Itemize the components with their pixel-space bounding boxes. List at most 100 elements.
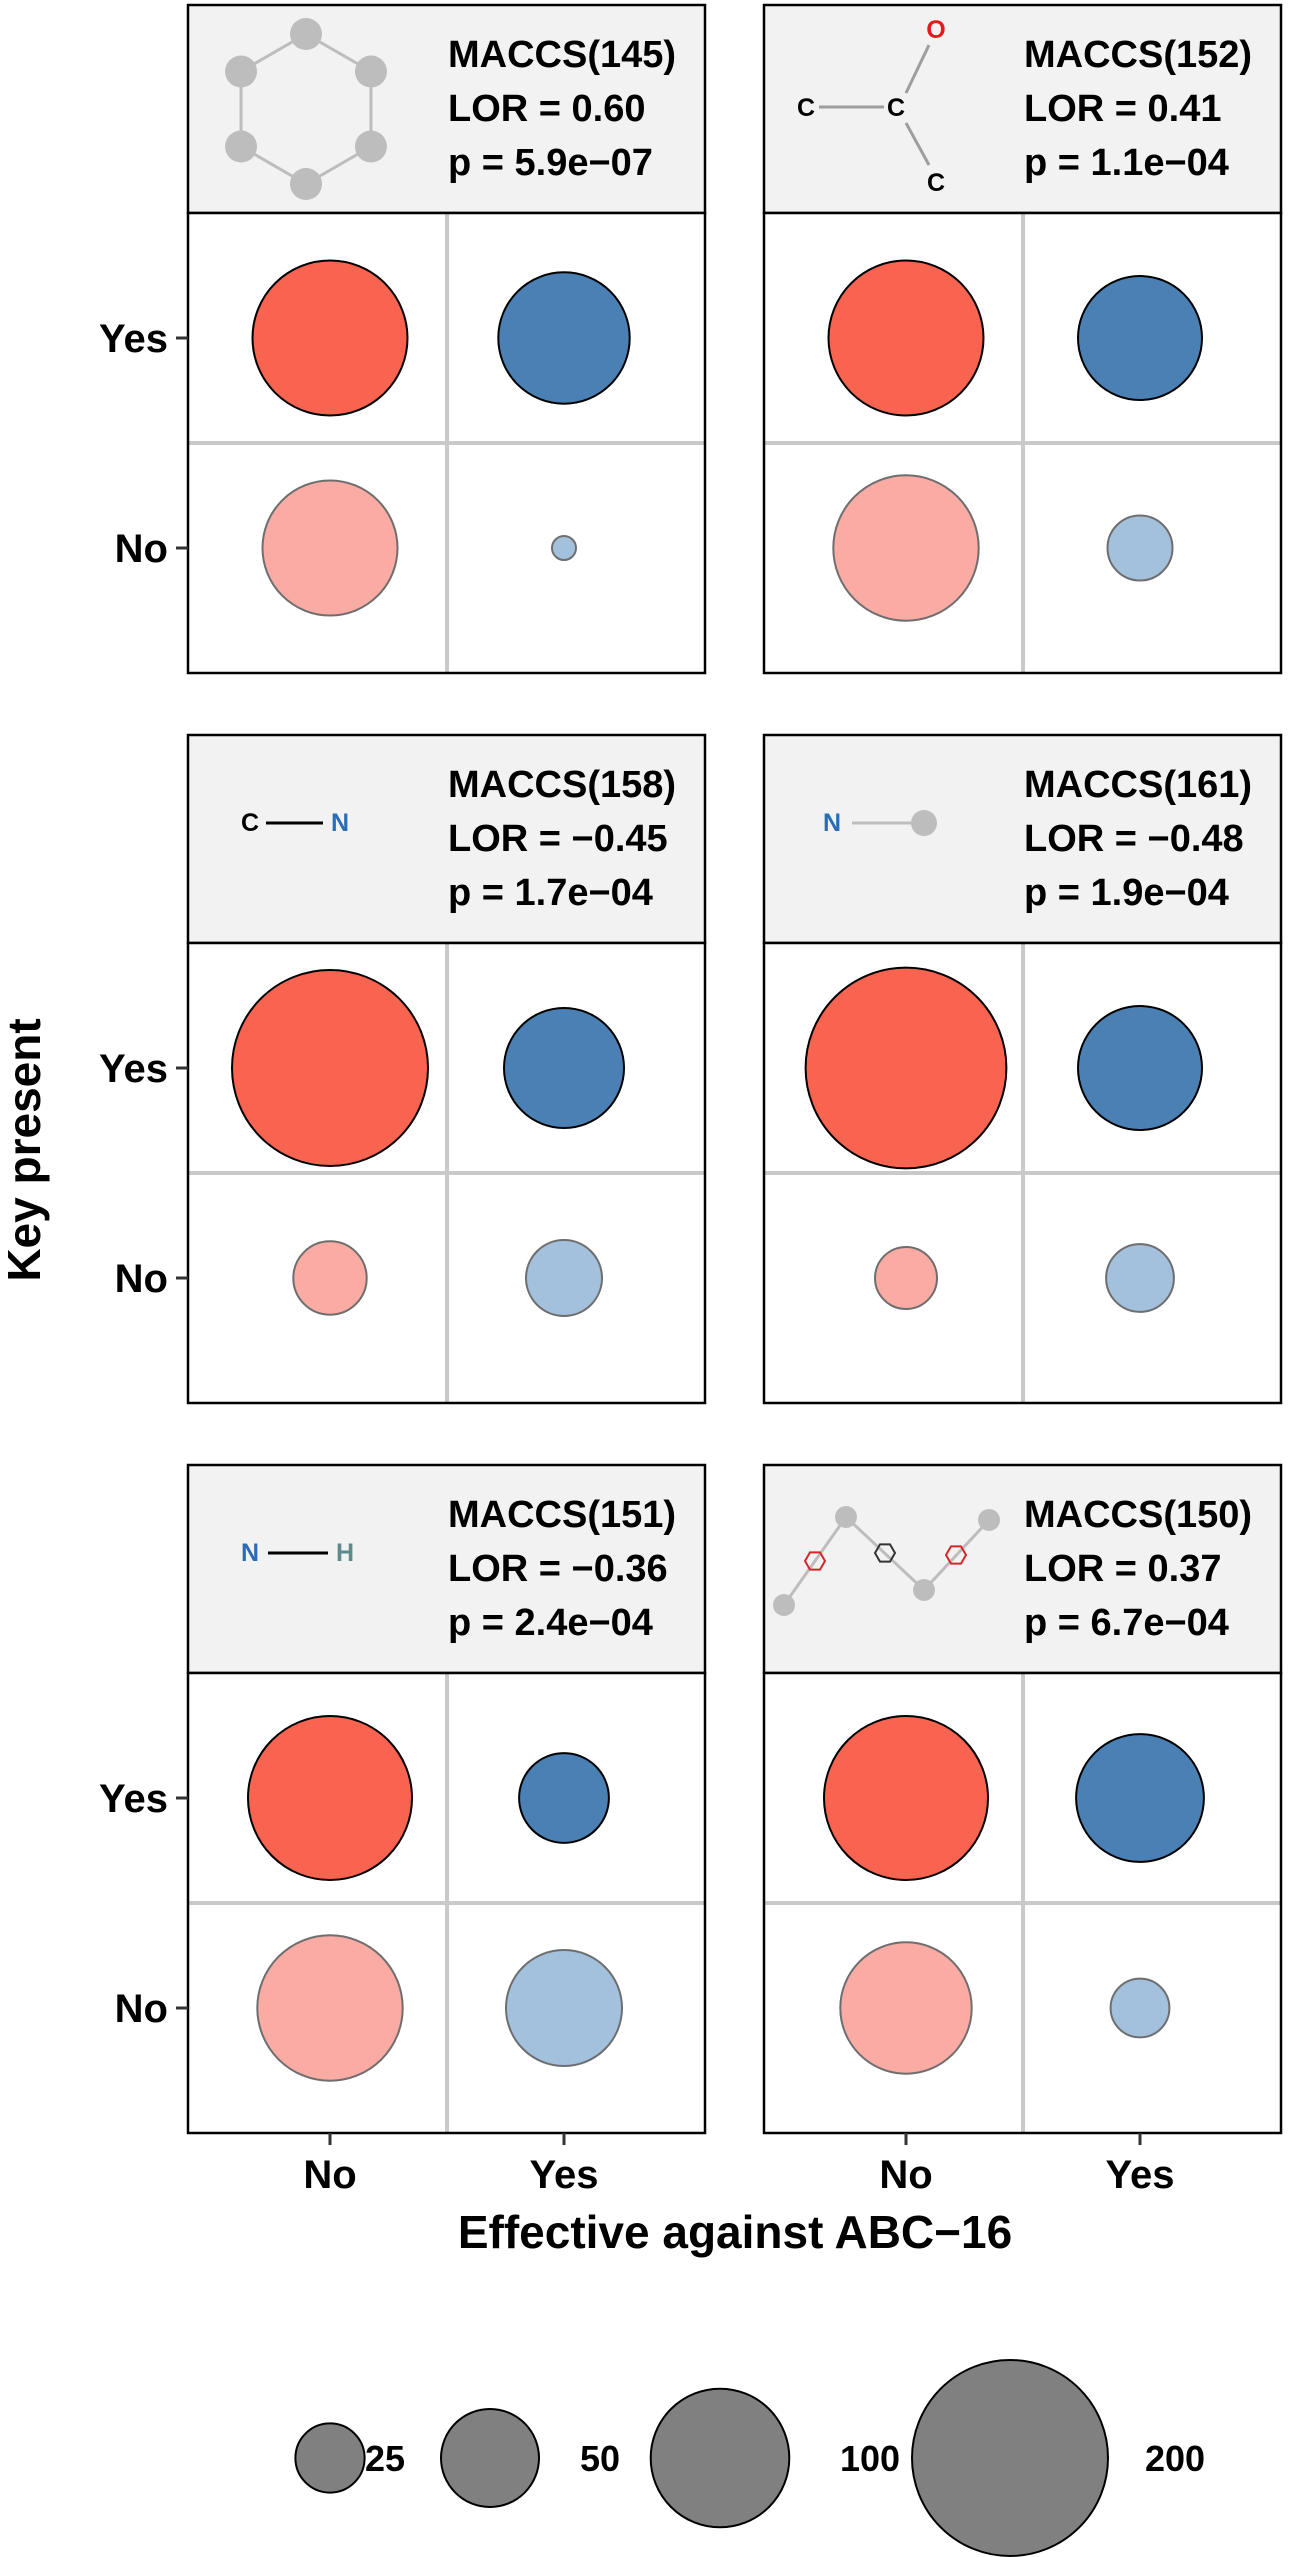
legend-bubble (911, 2359, 1109, 2557)
key-label: MACCS(161) (1024, 764, 1252, 806)
bubble-no-no (261, 479, 399, 617)
atom-node (773, 1594, 795, 1616)
bubble-no-no (839, 1941, 973, 2075)
bubble-no-yes (823, 1715, 989, 1881)
bubble-yes-no (1106, 514, 1174, 582)
legend-bubble (440, 2408, 540, 2508)
atom-label: H (336, 1539, 354, 1567)
atom-label: N (241, 1539, 259, 1567)
legend-label: 100 (840, 2438, 900, 2479)
atom-label: C (927, 169, 945, 197)
bubble-yes-yes (503, 1007, 625, 1129)
y-axis-title: Key present (0, 1018, 50, 1281)
structure-motif (773, 1506, 1000, 1616)
ring-marker-icon (873, 1543, 897, 1563)
bubble-no-no (292, 1240, 368, 1316)
bubble-no-yes (231, 969, 429, 1167)
axes-layer: Key present Effective against ABC−16 (0, 1018, 1012, 2258)
legend-bubble (294, 2422, 366, 2494)
panel-border (762, 1671, 1283, 2135)
bubble-yes-no (525, 1239, 603, 1317)
atom-node (911, 810, 937, 836)
atom-node (354, 130, 387, 163)
bubble-no-yes (247, 1715, 413, 1881)
y-tick-label: Yes (99, 317, 168, 361)
atom-node (913, 1579, 935, 1601)
bubble-yes-yes (518, 1752, 610, 1844)
p-value-label: p = 1.9e−04 (1024, 872, 1229, 914)
bubble-yes-no (551, 535, 577, 561)
panel-4: MACCS(161) LOR = −0.48 p = 1.9e−04 N (762, 733, 1283, 1405)
bubble-yes-yes (1077, 1005, 1203, 1131)
x-tick-label: No (303, 2153, 356, 2197)
bubble-no-yes (827, 259, 985, 417)
ring-marker-icon (803, 1551, 827, 1571)
panel-border (186, 211, 707, 675)
panel-strip (762, 3, 1283, 215)
legend-bubble (649, 2387, 791, 2529)
y-tick-label: Yes (99, 1777, 168, 1821)
lor-label: LOR = −0.36 (448, 1548, 668, 1590)
y-tick-label: No (115, 527, 168, 571)
p-value-label: p = 5.9e−07 (448, 142, 653, 184)
y-tick-label: No (115, 1987, 168, 2031)
lor-label: LOR = 0.37 (1024, 1548, 1221, 1590)
lor-label: LOR = −0.48 (1024, 818, 1244, 860)
p-value-label: p = 1.7e−04 (448, 872, 653, 914)
atom-label: C (887, 94, 905, 122)
bubble-yes-yes (1075, 1733, 1205, 1863)
legend-label: 25 (365, 2438, 405, 2479)
panel-border (186, 1671, 707, 2135)
atom-node (225, 130, 258, 163)
structure-motif: N (823, 809, 937, 837)
y-tick-label: No (115, 1257, 168, 1301)
atom-node (978, 1509, 1000, 1531)
p-value-label: p = 1.1e−04 (1024, 142, 1229, 184)
atom-label: C (797, 94, 815, 122)
p-value-label: p = 6.7e−04 (1024, 1602, 1229, 1644)
y-tick-label: Yes (99, 1047, 168, 1091)
panel-border (762, 211, 1283, 675)
atom-label: N (331, 809, 349, 837)
x-tick-label: No (879, 2153, 932, 2197)
panel-border (186, 941, 707, 1405)
bubble-yes-no (1105, 1243, 1175, 1313)
x-axis-title: Effective against ABC−16 (458, 2206, 1012, 2258)
atom-node (290, 168, 322, 200)
legend-label: 200 (1145, 2438, 1205, 2479)
key-label: MACCS(151) (448, 1494, 676, 1536)
panels-layer: MACCS(145)LOR = 0.60p = 5.9e−07YesNoMACC… (99, 3, 1283, 2197)
panel-strip (186, 3, 707, 215)
lor-label: LOR = 0.41 (1024, 88, 1221, 130)
size-legend: 25 50 100 200 (294, 2359, 1205, 2557)
bubble-yes-no (505, 1949, 623, 2067)
key-label: MACCS(150) (1024, 1494, 1252, 1536)
key-label: MACCS(152) (1024, 34, 1252, 76)
bubble-yes-yes (1077, 275, 1203, 401)
bubble-yes-no (1109, 1977, 1171, 2039)
panel-strip (762, 733, 1283, 945)
bubble-yes-yes (497, 271, 631, 405)
x-tick-label: Yes (1106, 2153, 1175, 2197)
bubble-no-no (256, 1934, 404, 2082)
key-label: MACCS(158) (448, 764, 676, 806)
lor-label: LOR = −0.45 (448, 818, 668, 860)
key-label: MACCS(145) (448, 34, 676, 76)
legend-label: 50 (580, 2438, 620, 2479)
panel-strip (186, 733, 707, 945)
structure-motif (225, 18, 387, 200)
bubble-no-no (832, 474, 980, 622)
atom-node (835, 1506, 857, 1528)
atom-label: N (823, 809, 841, 837)
panel-strip (762, 1463, 1283, 1675)
ring-marker-icon (944, 1545, 968, 1565)
lor-label: LOR = 0.60 (448, 88, 645, 130)
